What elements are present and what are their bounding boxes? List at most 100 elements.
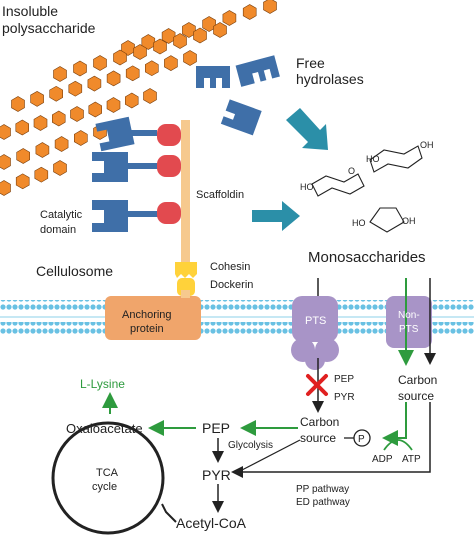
chem-ho-2: HO: [366, 154, 380, 164]
chem-ho-3: HO: [352, 218, 366, 228]
chem-o-1: O: [348, 166, 355, 176]
arrow-cellulosome-to-sugars: [252, 201, 300, 231]
label-pep-small: PEP: [334, 374, 354, 385]
label-anchoring: Anchoring: [122, 309, 172, 321]
glucose-unit: [30, 91, 44, 107]
glucose-unit: [222, 10, 237, 26]
label-scaffoldin: Scaffoldin: [196, 189, 244, 201]
label-insoluble: Insoluble: [2, 3, 58, 19]
cytoplasm-shade: [0, 340, 474, 542]
scaffoldin-bar: [181, 120, 190, 272]
glucose-unit: [49, 85, 64, 102]
glucose-unit: [15, 119, 30, 136]
right-carbon-to-pp-path: [231, 402, 431, 478]
right-carbon-green-path: [382, 402, 407, 446]
glucose-unit: [16, 148, 31, 164]
label-hydrolases: hydrolases: [296, 71, 364, 87]
atp-adp-curve: [383, 439, 413, 451]
label-domain: domain: [40, 224, 76, 236]
label-lysine: L-Lysine: [80, 377, 125, 391]
glucose-unit: [54, 136, 69, 152]
label-dockerin: Dockerin: [210, 279, 253, 291]
glucose-unit: [74, 130, 88, 146]
non-pts-transporter: [386, 296, 432, 348]
block-x-icon: [306, 374, 328, 396]
glucose-unit: [161, 28, 176, 44]
glucose-unit: [34, 166, 49, 183]
label-pts: PTS: [305, 315, 326, 327]
cellulosome-enzyme-1: [95, 116, 181, 152]
chem-ho-1: HO: [300, 182, 314, 192]
glucose-unit: [263, 0, 277, 14]
label-non-pts-1: Non-: [398, 310, 420, 321]
glucose-unit: [51, 110, 66, 127]
acetylcoa-to-tca: [161, 503, 177, 523]
label-pyr-small: PYR: [334, 392, 355, 403]
glucose-unit: [121, 40, 135, 56]
label-phospho: P: [358, 434, 365, 445]
cellulosome-enzyme-3: [92, 200, 181, 232]
glucose-unit: [88, 101, 102, 118]
label-ed-pathway: ED pathway: [296, 497, 350, 508]
glucose-unit: [182, 22, 196, 38]
pts-transporter: [291, 296, 339, 370]
glucose-unit: [0, 180, 11, 196]
label-adp: ADP: [372, 454, 393, 465]
glucose-unit: [87, 75, 102, 92]
label-carbon-right-1: Carbon: [398, 373, 437, 387]
polysaccharide-chains: [0, 0, 277, 196]
monosaccharide-structures: [311, 145, 423, 233]
label-carbon-mid-2: source: [300, 431, 336, 445]
glucose-unit: [11, 96, 25, 112]
glucose-unit: [106, 70, 121, 87]
glucose-unit: [106, 97, 121, 113]
glucose-unit: [141, 34, 156, 50]
label-free: Free: [296, 55, 325, 71]
label-atp: ATP: [402, 454, 421, 465]
glucose-unit: [213, 22, 227, 38]
label-non-pts-2: PTS: [399, 324, 419, 335]
label-catalytic: Catalytic: [40, 209, 83, 221]
glucose-unit: [143, 88, 157, 104]
chem-oh-3: OH: [402, 216, 416, 226]
glucose-unit: [133, 44, 147, 60]
glucose-unit: [53, 160, 67, 176]
label-cellulosome: Cellulosome: [36, 263, 113, 279]
glucose-unit: [173, 33, 187, 49]
label-protein: protein: [130, 323, 164, 335]
glucose-unit: [125, 92, 139, 109]
glucose-unit: [0, 124, 11, 140]
tca-cycle-circle: [51, 421, 165, 535]
label-pyr: PYR: [202, 467, 231, 483]
free-hydrolase-2: [235, 55, 280, 87]
glucose-unit: [35, 142, 50, 158]
label-cycle: cycle: [92, 481, 117, 493]
label-monosaccharides: Monosaccharides: [308, 249, 426, 266]
cohesin-block: [175, 262, 197, 278]
glucose-unit: [33, 115, 48, 131]
glucose-unit: [0, 154, 11, 170]
glucose-unit: [183, 50, 197, 66]
glucose-unit: [242, 4, 257, 20]
glucose-unit: [202, 16, 216, 32]
anchoring-protein: [105, 296, 201, 340]
label-polysaccharide: polysaccharide: [2, 20, 96, 36]
free-hydrolase-1: [196, 66, 230, 88]
label-cohesin: Cohesin: [210, 261, 250, 273]
label-glycolysis: Glycolysis: [228, 440, 273, 451]
glucose-unit: [68, 80, 83, 97]
chem-oh-2: OH: [420, 140, 434, 150]
label-tca: TCA: [96, 467, 119, 479]
glucose-unit: [15, 173, 30, 190]
glucose-unit: [70, 106, 84, 122]
cellulosome-enzyme-2: [92, 152, 181, 182]
glucose-unit: [164, 55, 178, 71]
pyr-carbon-link: [241, 439, 301, 471]
arrow-hydrolases-to-sugars: [286, 108, 328, 150]
glucose-unit: [113, 49, 127, 66]
label-carbon-right-2: source: [398, 389, 434, 403]
glucose-unit: [73, 60, 87, 77]
label-pp-pathway: PP pathway: [296, 484, 349, 495]
